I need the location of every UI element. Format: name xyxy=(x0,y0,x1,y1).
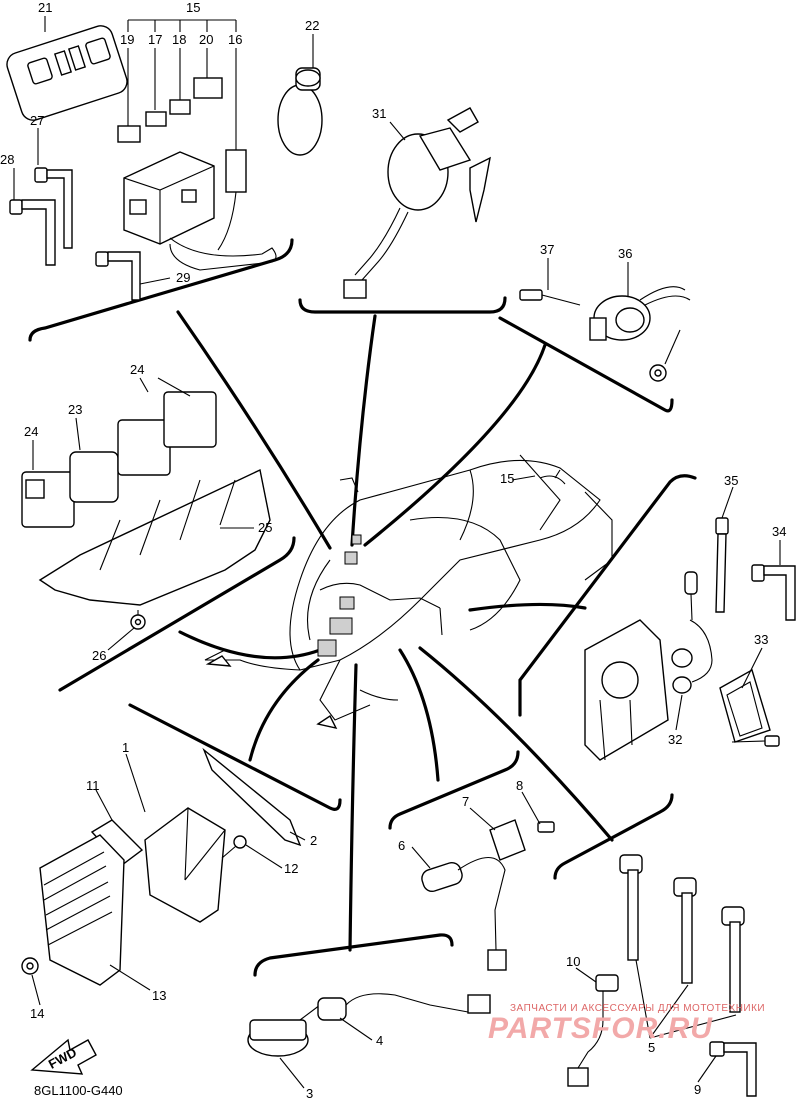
part-15-fuse-box xyxy=(117,19,277,271)
part-3-4-switch-lead xyxy=(247,993,491,1057)
callout-2: 2 xyxy=(310,833,317,848)
callout-24-left: 24 xyxy=(24,424,38,439)
watermark-tagline: ЗАПЧАСТИ И АКСЕССУАРЫ ДЛЯ МОТОТЕХНИКИ xyxy=(510,1003,766,1014)
callout-28: 28 xyxy=(0,152,14,167)
callout-24-top: 24 xyxy=(130,362,144,377)
part-1-13-regulator xyxy=(21,747,302,986)
callout-leaders xyxy=(13,16,781,1089)
part-6-7-8-speed-sensor xyxy=(421,819,555,971)
callout-22: 22 xyxy=(305,18,319,33)
diagram-code: 8GL1100-G440 xyxy=(34,1083,123,1098)
callout-19: 19 xyxy=(120,32,134,47)
callout-7: 7 xyxy=(462,794,469,809)
callout-8: 8 xyxy=(516,778,523,793)
watermark-brand: PARTSFOR.RU xyxy=(488,1012,713,1045)
callout-9: 9 xyxy=(694,1082,701,1097)
section-borders xyxy=(28,238,697,977)
part-22-boot xyxy=(277,67,323,156)
callout-1: 1 xyxy=(122,740,129,755)
part-21-relay-holder xyxy=(6,25,128,121)
part-27-28-29-cable-ties xyxy=(9,167,141,301)
callout-30: 31 xyxy=(372,106,386,121)
callout-10: 10 xyxy=(566,954,580,969)
callout-13: 13 xyxy=(152,988,166,1003)
callout-32: 33 xyxy=(754,632,768,647)
callout-26: 26 xyxy=(92,648,106,663)
part-30-main-switch xyxy=(343,107,491,299)
part-35-sensor xyxy=(519,286,691,382)
part-5-9-10-ignition-coils xyxy=(567,854,757,1097)
callout-21: 21 xyxy=(38,0,52,15)
callout-4: 4 xyxy=(376,1033,383,1048)
callout-23: 23 xyxy=(68,402,82,417)
callout-27: 27 xyxy=(30,113,44,128)
callout-15-top: 15 xyxy=(186,0,200,15)
callout-16: 16 xyxy=(228,32,242,47)
callout-11: 11 xyxy=(86,778,100,793)
callout-15-bike: 15 xyxy=(500,471,514,486)
callout-18: 18 xyxy=(172,32,186,47)
fwd-arrow: FWD xyxy=(30,1038,97,1075)
callout-36: 37 xyxy=(540,242,554,257)
callout-20: 20 xyxy=(199,32,213,47)
callout-5: 5 xyxy=(648,1040,655,1055)
callout-3: 3 xyxy=(306,1086,313,1101)
callout-12: 12 xyxy=(284,861,298,876)
callout-29: 29 xyxy=(176,270,190,285)
callout-17: 17 xyxy=(148,32,162,47)
callout-33: 34 xyxy=(772,524,786,539)
part-23-24-25-relays xyxy=(21,391,271,630)
callout-6: 6 xyxy=(398,838,405,853)
motorcycle-frame xyxy=(204,454,613,730)
leader-lines xyxy=(176,310,614,952)
callout-14: 14 xyxy=(30,1006,44,1021)
callout-34: 35 xyxy=(724,473,738,488)
callout-31: 32 xyxy=(668,732,682,747)
callout-35: 36 xyxy=(618,246,632,261)
part-31-32-sensor-bracket xyxy=(584,517,796,761)
callout-25: 25 xyxy=(258,520,272,535)
